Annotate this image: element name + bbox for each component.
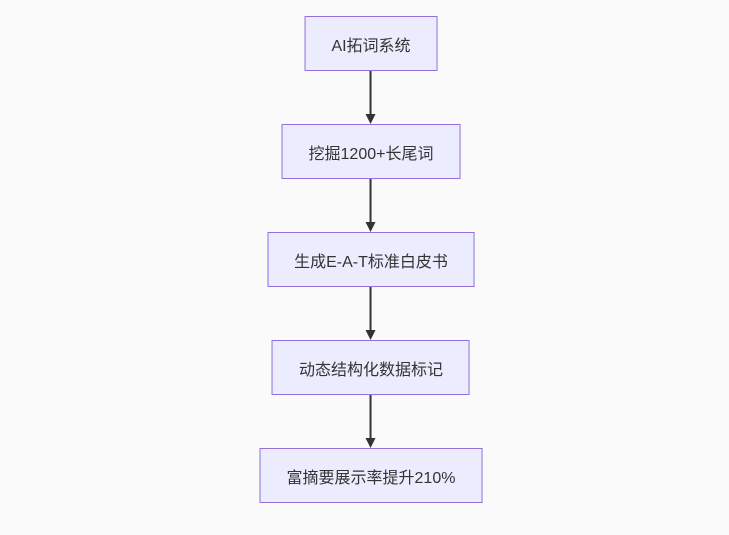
flow-edge-1 [366,71,376,124]
flow-edge-3 [366,287,376,340]
flow-node-rich-snippet-result: 富摘要展示率提升210% [259,448,483,503]
flow-edge-2 [366,179,376,232]
edge-line [370,71,372,114]
flow-node-label: 富摘要展示率提升210% [286,469,456,487]
arrowhead-down-icon [366,330,376,340]
flow-node-label: 生成E-A-T标准白皮书 [294,253,448,271]
flow-edge-4 [366,395,376,448]
flow-node-ai-keyword-system: AI拓词系统 [304,16,438,71]
flow-node-longtail-mining: 挖掘1200+长尾词 [281,124,461,179]
edge-line [370,287,372,330]
flow-node-label: 挖掘1200+长尾词 [308,145,434,163]
flow-node-label: AI拓词系统 [331,37,411,55]
flow-node-label: 动态结构化数据标记 [298,361,443,379]
arrowhead-down-icon [366,114,376,124]
arrowhead-down-icon [366,222,376,232]
flowchart-column: AI拓词系统 挖掘1200+长尾词 生成E-A-T标准白皮书 动态结构化数据标记 [259,16,483,503]
edge-line [370,395,372,438]
edge-line [370,179,372,222]
flow-node-structured-data-markup: 动态结构化数据标记 [271,340,470,395]
flow-node-eat-whitepaper: 生成E-A-T标准白皮书 [267,232,475,287]
arrowhead-down-icon [366,438,376,448]
